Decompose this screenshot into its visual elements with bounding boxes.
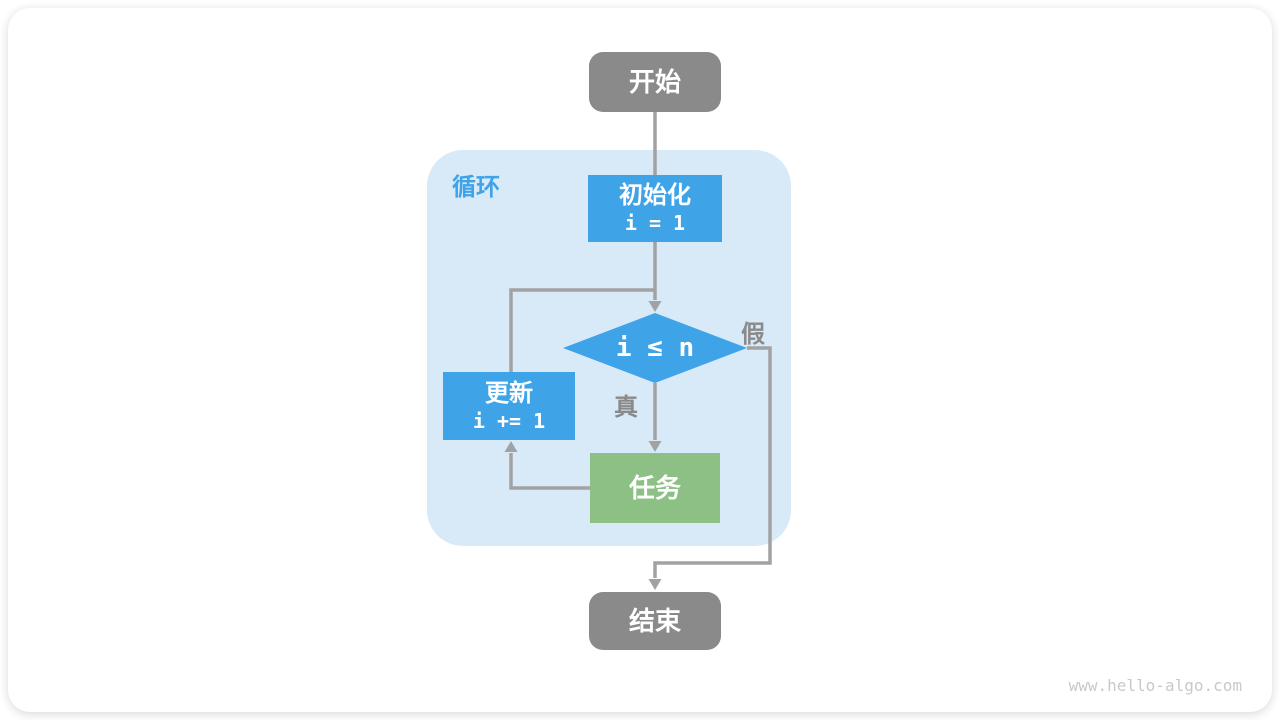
watermark-text: www.hello-algo.com	[1068, 676, 1242, 695]
arrowhead-into-condition	[648, 301, 662, 312]
end-node: 结束	[589, 592, 721, 650]
false-branch-label: 假	[741, 321, 765, 348]
init-node-code: i = 1	[624, 211, 686, 235]
edge-condition-to-end	[653, 346, 772, 578]
condition-node-code: i ≤ n	[615, 333, 695, 363]
update-node-code: i += 1	[472, 408, 546, 433]
edge-task-to-update	[509, 453, 590, 490]
edge-update-to-condition	[509, 288, 655, 372]
task-node: 任务	[590, 453, 720, 523]
init-node: 初始化 i = 1	[588, 175, 722, 242]
start-node: 开始	[589, 52, 721, 112]
true-branch-label: 真	[614, 394, 638, 421]
condition-node: i ≤ n	[563, 313, 747, 383]
end-node-label: 结束	[628, 605, 681, 636]
arrowhead-into-end	[648, 579, 662, 590]
arrowhead-into-task	[648, 441, 662, 452]
update-node: 更新 i += 1	[443, 372, 575, 440]
arrowhead-into-update	[504, 441, 518, 452]
task-node-label: 任务	[628, 472, 681, 503]
start-node-label: 开始	[628, 66, 681, 97]
condition-diamond-shape	[563, 313, 747, 383]
update-node-title: 更新	[485, 379, 533, 407]
loop-scope-label: 循环	[452, 174, 500, 201]
init-node-title: 初始化	[619, 182, 691, 209]
